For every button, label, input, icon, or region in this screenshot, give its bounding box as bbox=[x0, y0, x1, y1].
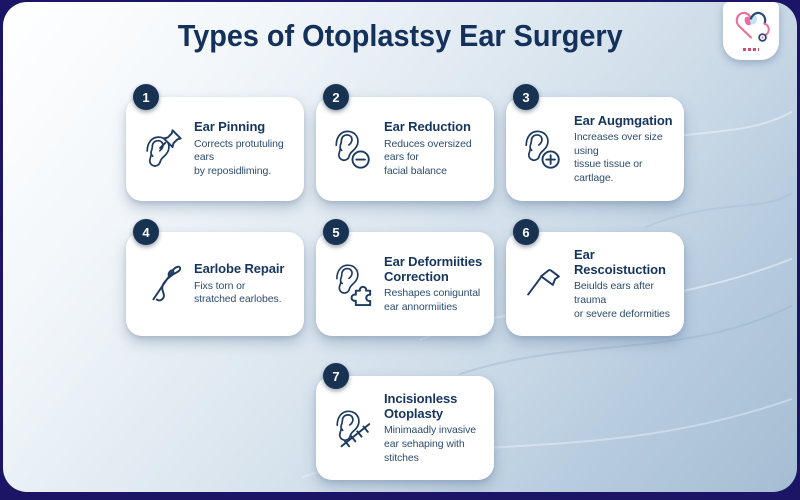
card-description: Reduces oversized ears for facial balanc… bbox=[384, 137, 472, 177]
number-badge: 1 bbox=[133, 84, 159, 110]
card-description: Minimaadly invasive ear sehaping with st… bbox=[384, 424, 477, 464]
card-description: Reshapes coniguntal ear annormiities bbox=[384, 287, 481, 313]
card-description: Corrects protutuling ears by reposidlimi… bbox=[194, 137, 284, 177]
ear-stitches-icon bbox=[329, 405, 375, 451]
card-description: Fixs torn or stratched earlobes. bbox=[194, 279, 282, 306]
card-ear-reconstruction: 6 Ear Rescoistuction Beiulds ears after … bbox=[506, 219, 684, 336]
number-badge: 3 bbox=[513, 84, 539, 110]
hammer-icon bbox=[519, 261, 565, 307]
card-incisionless-otoplasty: 7 Incisionless Otoplasty Minimaadly inva… bbox=[316, 363, 494, 480]
number-badge: 6 bbox=[513, 219, 539, 245]
ear-minus-icon bbox=[329, 126, 375, 172]
ear-plus-icon bbox=[519, 126, 565, 172]
infographic-panel: Types of Otoplastsy Ear Surgery 1 bbox=[3, 2, 797, 492]
clinic-logo-badge bbox=[723, 2, 779, 60]
number-badge: 2 bbox=[323, 84, 349, 110]
logo-caption-squiggle bbox=[743, 48, 759, 51]
card-ear-pinning: 1 Ear Pinning Corrects protutuling ears … bbox=[126, 84, 304, 201]
card-title: Incisionless Otoplasty bbox=[384, 390, 458, 422]
page-title: Types of Otoplastsy Ear Surgery bbox=[177, 18, 623, 53]
ear-pin-icon bbox=[139, 126, 185, 172]
card-description: Increases over size using tissue tissue … bbox=[574, 130, 663, 184]
card-ear-augmentation: 3 Ear Augmgation Increases over size usi… bbox=[506, 84, 684, 201]
ear-puzzle-icon bbox=[329, 261, 375, 307]
card-title: Ear Pinning bbox=[194, 119, 266, 135]
card-earlobe-repair: 4 Earlobe Repair Fixs torn or stratched … bbox=[126, 219, 304, 336]
number-badge: 4 bbox=[133, 219, 159, 245]
number-badge: 7 bbox=[323, 363, 349, 389]
card-title: Ear Augmgation bbox=[574, 112, 673, 128]
card-title: Ear Reduction bbox=[384, 119, 471, 135]
number-badge: 5 bbox=[323, 219, 349, 245]
card-title: Earlobe Repair bbox=[194, 261, 285, 277]
card-title: Ear Deformiities Correction bbox=[384, 253, 483, 284]
heart-stethoscope-logo-icon bbox=[735, 11, 770, 42]
needle-thread-icon bbox=[139, 261, 185, 307]
card-description: Beiulds ears after trauma or severe defo… bbox=[574, 280, 670, 320]
card-title: Ear Rescoistuction bbox=[574, 246, 666, 278]
card-ear-reduction: 2 Ear Reduction Reduces oversized ears f… bbox=[316, 84, 494, 201]
card-ear-deformities-correction: 5 Ear Deformiities Correction Reshapes c… bbox=[316, 219, 494, 336]
